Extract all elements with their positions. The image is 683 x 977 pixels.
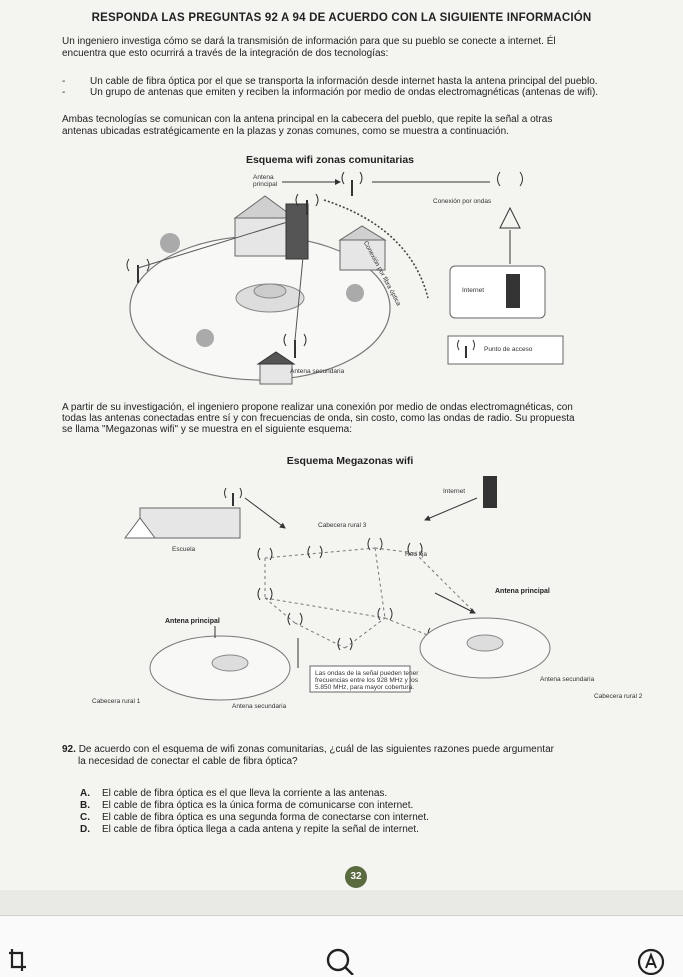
bullet-mark: - [62,76,66,87]
option-c[interactable]: C. El cable de fibra óptica es una segund… [80,812,429,824]
arrow [434,592,476,614]
label-cabecera-rural-2: Cabecera rural 2 [594,693,643,700]
school-spire [124,517,156,539]
diagram1-wifi-community [126,171,564,385]
page-number-badge: 32 [345,866,367,888]
tree [346,284,364,302]
tower-building [285,203,309,260]
label-cabecera-rural-3: Cabecera rural 3 [318,522,367,529]
label-internet-2: Internet [443,488,466,495]
connection-line [294,215,308,341]
option-letter: D. [80,824,90,835]
question-line-1: 92. De acuerdo con el esquema de wifi zo… [62,744,554,756]
option-text: El cable de fibra óptica es la única for… [102,800,414,811]
label-antena-secundaria-right: Antena secundaria [540,676,595,683]
question-text: De acuerdo con el esquema de wifi zonas … [78,744,554,755]
question-line-2: la necesidad de conectar el cable de fib… [78,756,298,767]
frequency-note: Las ondas de la señal pueden tener frecu… [315,670,418,691]
label-antena-secundaria-left: Antena secundaria [232,703,287,710]
label-punto-acceso: Punto de acceso [484,346,533,353]
arrow [244,497,286,529]
middle-line-2: todas las antenas conectadas entre sí y … [62,413,575,424]
autofix-icon[interactable] [636,947,666,975]
house-right-roof [338,225,387,241]
search-icon[interactable] [325,947,355,975]
fountain-left [211,654,249,672]
label-antena-principal: Antena principal [253,174,278,188]
antenna-top-middle-icon [341,171,363,196]
label-antena-secundaria: Antena secundaria [290,368,345,375]
label-internet: Internet [462,287,485,294]
label-escuela: Escuela [172,546,196,553]
option-text: El cable de fibra óptica llega a cada an… [102,824,419,835]
antenna-secondary-icon [283,333,307,358]
antenna-tower-icon [497,171,523,229]
page-title: RESPONDA LAS PREGUNTAS 92 A 94 DE ACUERD… [91,12,592,24]
middle-line-1: A partir de su investigación, el ingenie… [62,402,573,413]
intro-line-2: encuentra que esto ocurrirá a través de … [62,48,389,59]
middle-line-3: se llama "Megazonas wifi" y se muestra e… [62,424,353,435]
tree [160,233,180,253]
fiber-connection [323,199,429,299]
diagram1-title: Esquema wifi zonas comunitarias [245,154,415,166]
question-number: 92. [62,744,76,755]
note-line-3: 5.850 MHz, para mayor cobertura. [315,684,414,691]
option-d[interactable]: D. El cable de fibra óptica llega a cada … [80,824,419,836]
intro-line-1: Un ingeniero investiga cómo se dará la t… [62,36,556,47]
label-conexion-ondas: Conexión por ondas [433,198,492,205]
note-line-1: Las ondas de la señal pueden tener [315,670,419,677]
church-roof [233,195,297,219]
crop-icon[interactable] [8,947,28,973]
option-text: El cable de fibra óptica es el que lleva… [102,788,388,799]
document-page: RESPONDA LAS PREGUNTAS 92 A 94 DE ACUERD… [0,0,683,890]
access-point-icon [457,339,475,358]
option-b[interactable]: B. El cable de fibra óptica es la única f… [80,800,413,812]
access-point-box [447,335,564,365]
bullet-text: Un grupo de antenas que emiten y reciben… [90,87,599,98]
school-building [139,507,241,539]
intro-line-3: Ambas tecnologías se comunican con la an… [62,114,553,125]
server-icon [483,476,497,508]
arrow [424,497,478,521]
bullet-text: Un cable de fibra óptica por el que se t… [90,76,598,87]
diagram2-title: Esquema Megazonas wifi [286,455,414,467]
bullet-mark: - [62,87,66,98]
antenna-principal-icon [295,193,319,215]
frequency-note-box [309,665,411,693]
house-bottom-roof [256,351,296,365]
note-line-2: frecuencias entre los 928 MHz y los [315,677,418,684]
bottom-toolbar [0,915,683,977]
fountain-top [253,283,287,299]
label-antena-principal-right: Antena principal [495,588,550,595]
option-letter: A. [80,788,90,799]
option-text: El cable de fibra óptica es una segunda … [102,812,429,823]
house-bottom [259,363,293,385]
fountain-right [466,634,504,652]
label-red-fija: Red fija [405,551,428,558]
intro-line-4: antenas ubicadas estratégicamente en la … [62,126,509,137]
connection-line [137,215,308,269]
option-letter: C. [80,812,90,823]
diagram2-megazonas [124,476,551,701]
tree [196,329,214,347]
server-icon [506,274,520,308]
option-letter: B. [80,800,90,811]
antenna-school-icon [224,487,242,506]
label-antena-principal-left: Antena principal [165,618,220,625]
internet-box [449,265,546,319]
label-cabecera-rural-1: Cabecera rural 1 [92,698,141,705]
option-a[interactable]: A. El cable de fibra óptica es el que lle… [80,788,387,800]
